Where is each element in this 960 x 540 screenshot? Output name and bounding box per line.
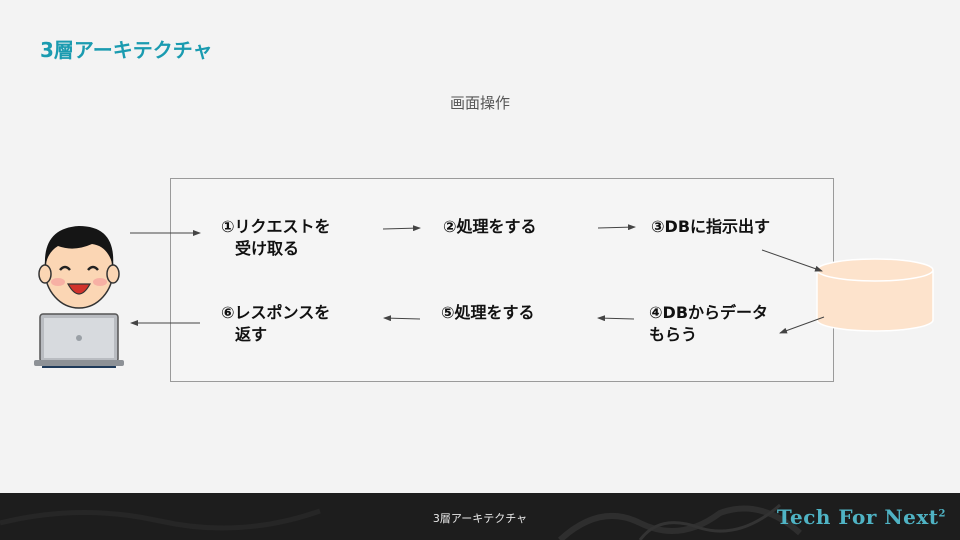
- step-3-instruct-db: ③DBに指示出す: [651, 216, 770, 238]
- footer-texture: [0, 503, 802, 540]
- step-3-line1: ③DBに指示出す: [651, 217, 771, 236]
- step-5-process: ⑤処理をする: [441, 302, 535, 324]
- step-1-line2: 受け取る: [235, 239, 300, 258]
- arrow-step5-to-step6: [383, 315, 421, 322]
- arrow-step3-to-db: [761, 249, 823, 272]
- slide-title: 3層アーキテクチャ: [40, 38, 213, 62]
- brand-logo-text: Tech For Next: [776, 505, 939, 529]
- footer-bar: 3層アーキテクチャ Tech For Next2: [0, 493, 960, 540]
- brand-logo: Tech For Next2: [777, 505, 946, 529]
- flow-arrows: [130, 224, 825, 334]
- brand-logo-mark: 2: [938, 508, 946, 520]
- step-1-line1: ①リクエストを: [221, 217, 331, 236]
- arrow-step2-to-step3: [597, 224, 636, 231]
- step-4-line2: もらう: [649, 325, 698, 344]
- arrow-step4-to-step5: [597, 315, 635, 322]
- step-2-line1: ②処理をする: [443, 217, 537, 236]
- arrow-db-to-step4: [779, 316, 825, 334]
- slide-subtitle: 画面操作: [449, 94, 510, 112]
- step-6-line1: ⑥レスポンスを: [221, 303, 331, 322]
- application-server-box: [170, 178, 834, 382]
- step-6-line2: 返す: [235, 325, 268, 344]
- step-6-return-response: ⑥レスポンスを 返す: [221, 302, 330, 346]
- step-5-line1: ⑤処理をする: [441, 303, 535, 322]
- user-with-laptop-illustration: [34, 226, 124, 368]
- step-1-receive-request: ①リクエストを 受け取る: [221, 216, 331, 260]
- arrow-step1-to-step2: [382, 225, 421, 232]
- footer-caption: 3層アーキテクチャ: [432, 512, 528, 525]
- step-4-line1: ④DBからデータ: [649, 303, 769, 322]
- step-4-receive-data: ④DBからデータ もらう: [649, 302, 768, 346]
- step-2-process: ②処理をする: [443, 216, 537, 238]
- database-cylinder-icon: [816, 258, 934, 332]
